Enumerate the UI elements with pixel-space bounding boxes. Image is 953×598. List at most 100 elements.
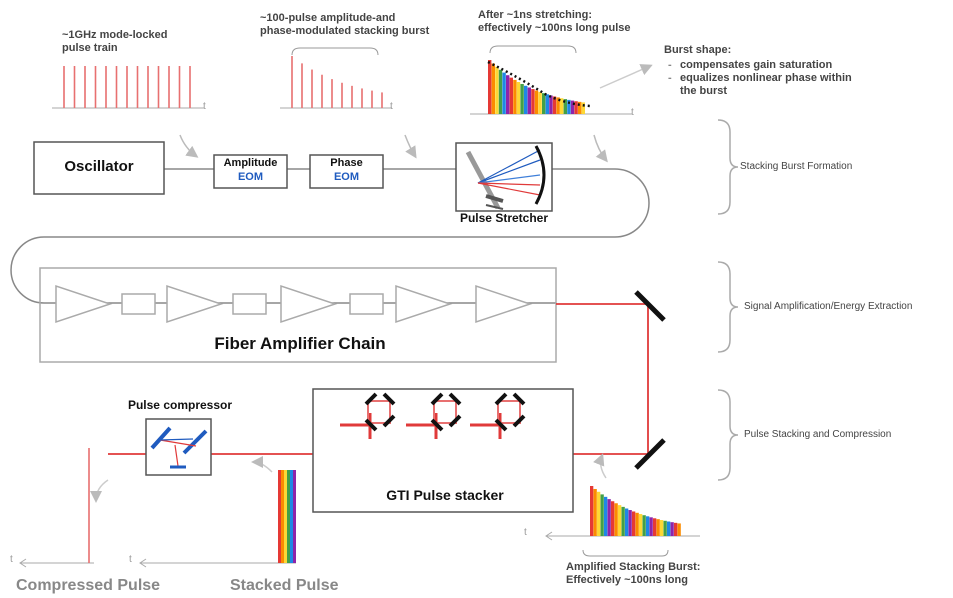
stage-label-amplification: Signal Amplification/Energy Extraction	[744, 301, 913, 312]
stacking-burst-lines	[291, 56, 383, 108]
amplified-bar	[618, 505, 622, 536]
stacked-stripe	[293, 470, 296, 563]
laser-beam-path	[108, 303, 649, 455]
stretched-burst-plot	[470, 45, 632, 115]
amplitude-eom-label: Amplitude EOM	[214, 156, 287, 184]
stage-label-formation: Stacking Burst Formation	[740, 161, 853, 172]
burst-bar	[552, 96, 557, 114]
amplified-bar	[632, 511, 636, 536]
amplified-burst-arrow	[593, 453, 607, 479]
stacked-pulse-bar	[278, 470, 296, 563]
burst-bar	[509, 77, 513, 114]
stretching-annotation: After ~1ns stretching: effectively ~100n…	[478, 9, 631, 34]
burst-bar	[527, 87, 531, 114]
compressed-pulse-plot	[19, 448, 94, 568]
amplified-bar	[635, 512, 639, 536]
stretched-burst-bars	[488, 60, 585, 114]
stacked-stripe	[278, 470, 281, 563]
amplified-bar	[604, 496, 608, 536]
compressed-pulse-label: Compressed Pulse	[16, 577, 161, 594]
gti-cavities	[340, 392, 526, 439]
burst-envelope-curve	[487, 60, 591, 108]
amplitude-eom-box	[213, 154, 288, 189]
pulse-stretcher-label: Pulse Stretcher	[459, 211, 549, 225]
amplified-bar	[628, 510, 632, 536]
stretcher-internals	[465, 145, 546, 210]
burst-bar	[491, 63, 495, 114]
burst-bar	[513, 79, 517, 114]
stacked-pulse-label: Stacked Pulse	[230, 577, 339, 594]
amplified-bar	[607, 499, 611, 536]
amplified-bar	[625, 508, 629, 536]
compressor-output-arrow	[90, 479, 109, 503]
gti-cavity	[340, 392, 396, 439]
stacking-burst-plot	[280, 47, 392, 109]
amplified-bar	[656, 519, 660, 536]
stage-brackets	[717, 119, 739, 481]
burst-bar	[534, 90, 539, 114]
amplified-bar	[674, 522, 678, 536]
amplified-bar	[660, 520, 664, 536]
burst-shape-annotation: Burst shape: compensates gain saturation…	[664, 44, 860, 98]
amplified-burst-bars	[590, 486, 681, 536]
stacked-stripe	[281, 470, 284, 563]
stacked-stripe	[287, 470, 290, 563]
time-axis-label: t	[631, 107, 634, 118]
burst-to-stretcher-arrow	[404, 134, 417, 159]
gti-stacker-label: GTI Pulse stacker	[386, 487, 504, 503]
compressor-internals	[150, 426, 208, 469]
burst-bar	[506, 75, 510, 114]
phase-eom-line2: EOM	[333, 171, 360, 183]
burst-bar	[570, 100, 575, 114]
amplified-bar	[597, 491, 601, 536]
oscillator-box	[33, 141, 165, 195]
gti-cavity	[470, 392, 526, 439]
amplitude-eom-line2: EOM	[237, 171, 264, 183]
time-axis-label: t	[129, 554, 132, 565]
stacked-stripe	[284, 470, 287, 563]
burst-bar	[498, 69, 503, 114]
stacked-pulse-arrow	[251, 456, 273, 473]
amplified-burst-annotation: Amplified Stacking Burst: Effectively ~1…	[566, 561, 701, 586]
burst-bar	[520, 83, 524, 114]
amplified-bar	[590, 486, 594, 536]
burst-bar	[578, 101, 582, 114]
amplified-bar	[600, 494, 604, 536]
burst-bar	[531, 89, 535, 114]
amplified-bar	[653, 518, 657, 536]
burst-bar	[488, 60, 492, 114]
amplified-bar	[642, 515, 646, 536]
burst-bar	[524, 85, 528, 114]
fiber-amplifier-chain-label: Fiber Amplifier Chain	[214, 334, 386, 353]
burst-bar	[560, 98, 564, 114]
pulse-compressor-label: Pulse compressor	[127, 398, 233, 412]
pulse-train-lines	[63, 66, 191, 108]
stacking-burst-annotation: ~100-pulse amplitude-and phase-modulated…	[260, 12, 430, 37]
amplified-bar	[621, 506, 625, 536]
phase-eom-line1: Phase	[330, 157, 363, 169]
gti-cavity	[406, 392, 462, 439]
fold-mirror-top	[634, 290, 666, 322]
amplitude-eom-line1: Amplitude	[223, 157, 278, 169]
amplifier-stages	[55, 284, 533, 324]
stage-label-stacking: Pulse Stacking and Compression	[744, 429, 892, 440]
time-axis-label: t	[203, 101, 206, 112]
fold-mirror-bottom	[634, 438, 666, 470]
pulse-train-annotation: ~1GHz mode-locked pulse train	[62, 29, 168, 54]
oscillator-label: Oscillator	[64, 158, 134, 175]
burst-shape-item: equalizes nonlinear phase within the bur…	[668, 72, 860, 98]
phase-eom-box	[309, 154, 384, 189]
burst-bar	[538, 91, 542, 114]
time-axis-label: t	[524, 527, 527, 538]
burst-shape-arrow	[599, 64, 653, 89]
fiber-amplifier-chain-box	[39, 267, 557, 363]
stacked-stripe	[290, 470, 293, 563]
amplified-bar	[646, 516, 650, 536]
amplified-bar	[649, 517, 653, 536]
amplified-bar	[667, 521, 671, 536]
phase-eom-label: Phase EOM	[310, 156, 383, 184]
pulse-train-plot	[52, 66, 204, 109]
burst-bar	[556, 97, 560, 114]
pulse-compressor-box	[145, 418, 212, 476]
burst-bar	[495, 66, 499, 114]
